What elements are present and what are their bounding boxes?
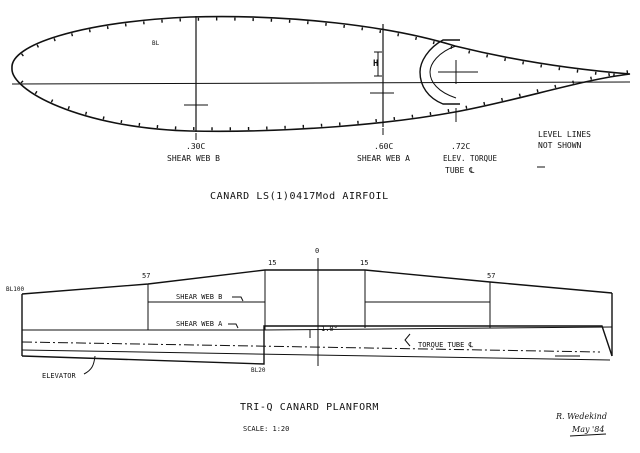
torque-tube-label: TORQUE TUBE ℄ (418, 341, 474, 349)
torque-tube-outline (419, 39, 460, 105)
airfoil-tick (504, 57, 507, 62)
airfoil-tick (88, 29, 91, 33)
airfoil-tick (120, 119, 123, 124)
shear-web-a-label: SHEAR WEB A (176, 320, 223, 328)
airfoil-tick (36, 44, 40, 48)
torque-tube-line (21, 341, 601, 353)
airfoil-section: BL H .30C SHEAR WEB B .60C SHEAR WEB A .… (11, 15, 631, 202)
planform-section: 0 57 15 15 57 BL100 BL20 SHEAR WEB B SHE… (6, 247, 613, 433)
station-label-tube: ELEV. TORQUE (443, 154, 497, 163)
airfoil-tick-marks (20, 17, 629, 131)
signature-date: May '84 (571, 425, 604, 434)
planform-title: TRI-Q CANARD PLANFORM (240, 402, 379, 413)
shear-web-b-label: SHEAR WEB B (176, 293, 222, 301)
bl-root-label: BL20 (251, 367, 266, 374)
airfoil-tick (608, 73, 611, 77)
center-mark: 0 (315, 247, 319, 255)
airfoil-tick (518, 93, 521, 97)
station-57-left: 57 (142, 272, 150, 280)
airfoil-tick (415, 36, 418, 41)
airfoil-tick (432, 41, 435, 45)
airfoil-tick (102, 116, 105, 120)
airfoil-tick (84, 111, 88, 115)
airfoil-tick (67, 106, 70, 110)
signature-name: R. Wedekind (555, 412, 607, 421)
airfoil-tick (465, 105, 468, 109)
chord-line (11, 81, 631, 85)
airfoil-tick (536, 89, 539, 93)
station-15-right: 15 (360, 259, 368, 267)
airfoil-tick (20, 53, 24, 57)
station-label-b: SHEAR WEB B (167, 154, 220, 163)
airfoil-tick (53, 38, 56, 42)
station-pos-tube: .72C (451, 142, 470, 151)
signature-block: R. Wedekind May '84 (555, 412, 607, 437)
airfoil-tick (483, 101, 486, 106)
airfoil-tick (397, 33, 400, 37)
scale-label: SCALE: 1:20 (243, 425, 289, 433)
leading-edge (21, 269, 613, 295)
airfoil-title: CANARD LS(1)0417Mod AIRFOIL (210, 191, 389, 202)
bl-mark: BL (152, 40, 160, 47)
airfoil-tick (501, 97, 504, 102)
h-mark: H (373, 59, 378, 69)
elevator-line (21, 349, 611, 361)
station-57-right: 57 (487, 272, 495, 280)
airfoil-tick (554, 84, 557, 89)
bl-tip-label: BL100 (6, 286, 24, 293)
level-lines-note-2: NOT SHOWN (538, 141, 582, 150)
station-15-left: 15 (268, 259, 276, 267)
level-lines-note: LEVEL LINES (538, 130, 591, 139)
elevator-label: ELEVATOR (42, 372, 77, 380)
trailing-edge (21, 325, 613, 365)
airfoil-tick (590, 76, 593, 80)
airfoil-tick (468, 50, 471, 54)
airfoil-tick (447, 109, 450, 113)
airfoil-tick (572, 80, 575, 84)
station-label-a: SHEAR WEB A (357, 154, 410, 163)
airfoil-tick (450, 45, 453, 50)
airfoil-outline (11, 15, 631, 133)
station-pos-b: .30C (186, 142, 205, 151)
torque-tube-inner (429, 45, 457, 99)
station-label-tube-2: TUBE ℄ (445, 166, 475, 175)
airfoil-tick (20, 80, 24, 84)
airfoil-tick (50, 99, 54, 103)
station-pos-a: .60C (374, 142, 393, 151)
angle-label: 1.0° (321, 325, 338, 333)
airfoil-tick (522, 61, 525, 65)
airfoil-tick (71, 33, 74, 37)
airfoil-tick (486, 54, 489, 58)
airfoil-tick (34, 90, 38, 95)
